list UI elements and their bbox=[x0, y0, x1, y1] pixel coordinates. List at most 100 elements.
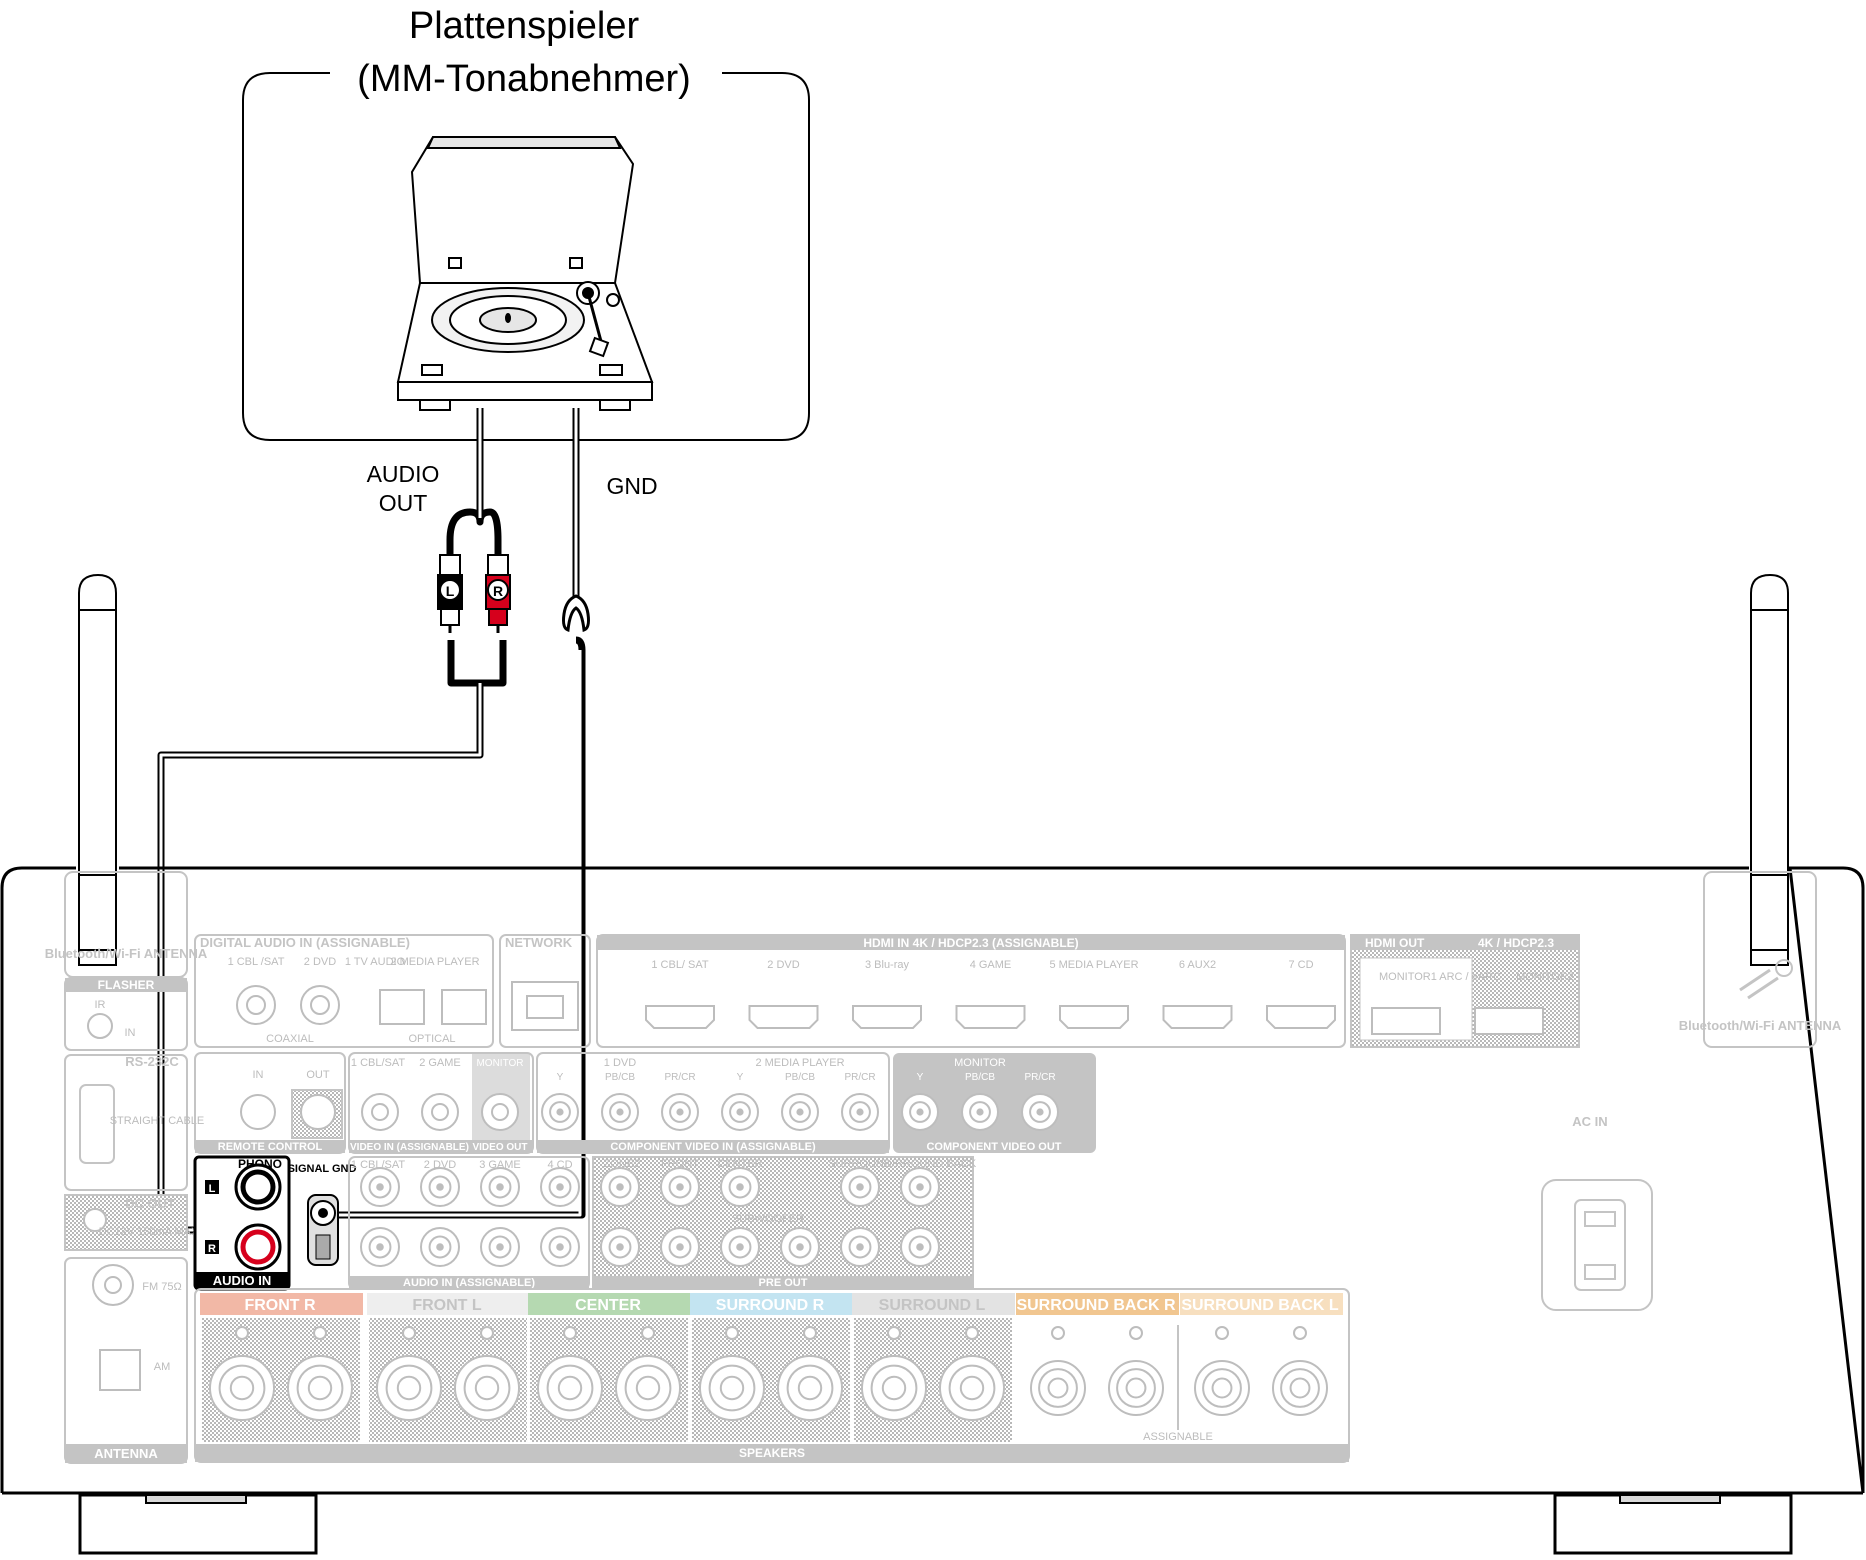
audio-in-assignable-panel: 1 CBL/SAT 2 DVD 3 GAME 4 CD AUDIO IN (AS… bbox=[348, 1156, 590, 1290]
audio-in-assignable-label: AUDIO IN (ASSIGNABLE) bbox=[403, 1277, 535, 1289]
comp-2-label: 2 MEDIA PLAYER bbox=[755, 1057, 844, 1069]
ir-label: IR bbox=[95, 999, 106, 1011]
bt-antenna-left-label: Bluetooth/Wi-Fi ANTENNA bbox=[45, 946, 208, 961]
speaker-terminal-spk-surround-l: SURROUND L bbox=[852, 1293, 1015, 1442]
component-in-channel-label: PR/CR bbox=[664, 1072, 695, 1083]
component-out-channel-label: PB/CB bbox=[965, 1072, 995, 1083]
svg-text:R: R bbox=[493, 583, 503, 599]
hdmi-out-panel: HDMI OUT 4K / HDCP2.3 MONITOR1 ARC / eAR… bbox=[1350, 934, 1580, 1048]
antenna-label: ANTENNA bbox=[94, 1446, 158, 1461]
hdmi-in-port-label: 6 AUX2 bbox=[1179, 959, 1216, 971]
pre-center-label: CENTER bbox=[717, 1158, 762, 1170]
rca-plug-right: R bbox=[485, 554, 511, 633]
left-antenna-panel: Bluetooth/Wi-Fi ANTENNA FLASHER IR IN RS… bbox=[45, 871, 208, 1464]
device-title-line1: Plattenspieler bbox=[409, 5, 640, 47]
pre-out-jack-top bbox=[840, 1167, 880, 1207]
hdmi-in-label: HDMI IN 4K / HDCP2.3 (ASSIGNABLE) bbox=[863, 936, 1078, 950]
dc-out-label: DC OUT bbox=[125, 1196, 175, 1211]
speaker-label: SURROUND L bbox=[879, 1297, 986, 1314]
phono-audio-in-label: AUDIO IN bbox=[213, 1273, 272, 1288]
speaker-label: SURROUND BACK R bbox=[1016, 1297, 1176, 1314]
component-out-jack bbox=[1021, 1093, 1059, 1131]
pre-surround-label: SURROUND bbox=[828, 1158, 892, 1170]
zone2-label: ZONE2 bbox=[604, 1158, 641, 1170]
comp-1-label: 1 DVD bbox=[604, 1057, 636, 1069]
component-in-channel-label: Y bbox=[737, 1072, 744, 1083]
component-out-jack bbox=[901, 1093, 939, 1131]
speaker-terminal-spk-sb-l: SURROUND BACK L bbox=[1180, 1293, 1343, 1416]
signal-gnd-label: SIGNAL GND bbox=[288, 1163, 357, 1175]
flasher-in-label: IN bbox=[125, 1027, 136, 1039]
audio-in-1-label: 1 CBL/SAT bbox=[351, 1159, 405, 1171]
opt-1-label: 1 TV AUDIO bbox=[345, 956, 406, 968]
pre-out-jack-top bbox=[720, 1167, 760, 1207]
coax-2-label: 2 DVD bbox=[304, 956, 336, 968]
hdmi-in-port-label: 4 GAME bbox=[970, 959, 1012, 971]
audio-in-jack-l bbox=[360, 1167, 400, 1207]
speaker-terminal-spk-sb-r: SURROUND BACK R bbox=[1016, 1293, 1179, 1416]
remote-in-label: IN bbox=[253, 1069, 264, 1081]
pre-out-jack-bottom bbox=[660, 1227, 700, 1267]
component-in-jack bbox=[781, 1093, 819, 1131]
phono-l-label: L bbox=[209, 1183, 216, 1195]
remote-video-panel: IN OUT REMOTE CONTROL 1 CBL/SAT 2 GAME M… bbox=[194, 1052, 534, 1154]
hdmi-in-port-label: 1 CBL/ SAT bbox=[651, 959, 709, 971]
hdmi-in-port-2: 2 DVD bbox=[748, 959, 819, 1029]
pre-out-label: PRE OUT bbox=[759, 1277, 808, 1289]
component-in-channel-label: PB/CB bbox=[605, 1072, 635, 1083]
speaker-label: SURROUND R bbox=[716, 1297, 825, 1314]
pre-out-jack-bottom bbox=[600, 1227, 640, 1267]
hdmi-in-port-label: 2 DVD bbox=[767, 959, 799, 971]
component-in-jack bbox=[721, 1093, 759, 1131]
component-video-in-label: COMPONENT VIDEO IN (ASSIGNABLE) bbox=[610, 1141, 816, 1153]
digital-audio-in-label: DIGITAL AUDIO IN (ASSIGNABLE) bbox=[200, 935, 410, 950]
am-label: AM bbox=[154, 1361, 171, 1373]
comp-monitor-label: MONITOR bbox=[954, 1057, 1006, 1069]
hdmi-in-port-3: 3 Blu-ray bbox=[852, 959, 922, 1029]
component-in-channel-label: PR/CR bbox=[844, 1072, 875, 1083]
audio-in-jack-r bbox=[420, 1227, 460, 1267]
pre-out-jack-top bbox=[900, 1167, 940, 1207]
receiver-body bbox=[0, 866, 1865, 1494]
component-out-jack bbox=[961, 1093, 999, 1131]
audio-cable-top bbox=[446, 408, 502, 555]
speaker-label: FRONT L bbox=[412, 1297, 482, 1314]
component-in-jack bbox=[541, 1093, 579, 1131]
hdmi-in-port-label: 3 Blu-ray bbox=[865, 959, 910, 971]
hdmi-in-port-label: 7 CD bbox=[1288, 959, 1313, 971]
speaker-label: CENTER bbox=[575, 1297, 641, 1314]
audio-in-jack-l bbox=[480, 1167, 520, 1207]
straight-cable-label: STRAIGHT CABLE bbox=[110, 1115, 205, 1127]
remote-out-label: OUT bbox=[306, 1069, 330, 1081]
audio-in-jack-l bbox=[420, 1167, 460, 1207]
gnd-label: GND bbox=[606, 473, 657, 499]
rs232c-label: RS-232C bbox=[125, 1054, 179, 1069]
gnd-cable bbox=[326, 408, 590, 1219]
component-video-panel: 1 DVD 2 MEDIA PLAYER Y PB/CB PR/CR Y PB/CB PR… bbox=[536, 1052, 1096, 1154]
pre-surround-back-label: SURROUND BACK bbox=[880, 1158, 977, 1170]
component-out-channel-label: Y bbox=[917, 1072, 924, 1083]
speaker-terminal-spk-front-l: FRONT L bbox=[367, 1293, 530, 1442]
coaxial-label: COAXIAL bbox=[266, 1033, 314, 1045]
hdmi-in-port-4: 4 GAME bbox=[955, 959, 1026, 1029]
opt-2-label: 2 MEDIA PLAYER bbox=[390, 956, 479, 968]
monitor2-label: MONITOR2 bbox=[1516, 971, 1574, 983]
pre-out-panel: ZONE2 FRONT CENTER SURROUND SURROUND BAC… bbox=[592, 1156, 977, 1290]
hdmi-out-spec-label: 4K / HDCP2.3 bbox=[1478, 936, 1554, 950]
monitor1-label: MONITOR1 ARC / eARC bbox=[1379, 971, 1501, 983]
audio-in-jack-r bbox=[540, 1227, 580, 1267]
phono-r-label: R bbox=[208, 1243, 216, 1255]
pre-out-jack-top bbox=[660, 1167, 700, 1207]
hdmi-in-port-1: 1 CBL/ SAT bbox=[645, 959, 715, 1029]
coax-1-label: 1 CBL /SAT bbox=[228, 956, 285, 968]
speaker-terminal-spk-center: CENTER bbox=[528, 1293, 691, 1442]
signal-gnd-terminal: SIGNAL GND bbox=[288, 1163, 357, 1266]
audio-out-label-line2: OUT bbox=[379, 490, 428, 516]
audio-in-3-label: 3 GAME bbox=[479, 1159, 521, 1171]
video-out-label: VIDEO OUT bbox=[472, 1142, 527, 1153]
network-label: NETWORK bbox=[505, 935, 573, 950]
rca-plug-left: L bbox=[437, 554, 463, 633]
audio-in-4-label: 4 CD bbox=[547, 1159, 572, 1171]
bt-antenna-right-label: Bluetooth/Wi-Fi ANTENNA bbox=[1679, 1018, 1842, 1033]
